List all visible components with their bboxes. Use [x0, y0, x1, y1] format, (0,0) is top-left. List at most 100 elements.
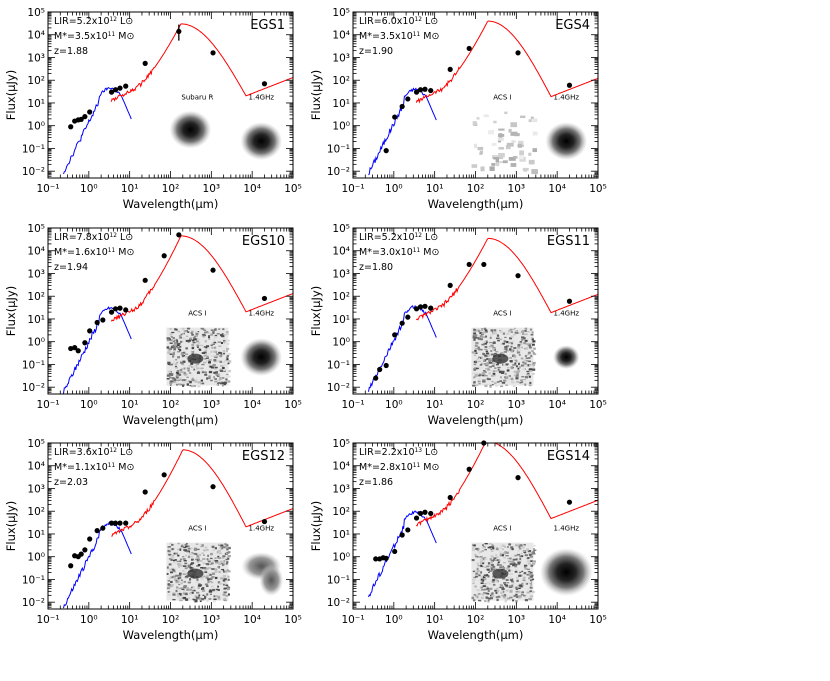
noise-pixel — [215, 590, 218, 593]
noise-pixel — [484, 375, 488, 377]
noise-pixel — [529, 328, 533, 331]
noise-pixel — [476, 367, 479, 370]
noise-pixel — [516, 576, 519, 579]
x-tick-label: 10⁰ — [80, 614, 98, 626]
photometry-point — [117, 520, 123, 526]
noise-pixel — [477, 552, 481, 554]
photometry-point — [210, 267, 216, 273]
noise-pixel — [213, 376, 216, 379]
noise-pixel — [493, 382, 497, 385]
x-tick-label: 10⁰ — [385, 399, 403, 411]
noise-pixel — [218, 345, 222, 347]
noise-pixel — [178, 596, 183, 599]
noise-pixel — [170, 585, 173, 587]
noise-pixel — [172, 360, 176, 363]
noise-pixel — [487, 599, 490, 602]
noise-pixel — [222, 583, 225, 586]
cutout-images — [471, 327, 580, 388]
x-tick-label: 10⁵ — [284, 614, 302, 626]
noise-pixel — [217, 566, 220, 569]
noise-pixel — [179, 558, 183, 560]
radio-cutout — [240, 338, 283, 377]
noise-pixel — [497, 366, 501, 369]
noise-pixel — [497, 559, 500, 561]
noise-pixel — [508, 569, 511, 572]
x-tick-label: 10⁻¹ — [36, 614, 59, 626]
noise-pixel — [179, 345, 182, 348]
noise-pixel — [520, 593, 524, 596]
noise-pixel — [490, 344, 494, 347]
noise-pixel — [177, 542, 180, 545]
noise-pixel — [519, 555, 522, 558]
noise-pixel — [228, 586, 231, 589]
noise-pixel — [532, 361, 536, 365]
noise-pixel — [172, 340, 176, 343]
noise-pixel — [207, 578, 210, 581]
noise-pixel — [484, 384, 488, 388]
info-redshift: z=1.88 — [54, 46, 88, 57]
noise-pixel — [220, 544, 224, 547]
noise-pixel — [521, 381, 524, 383]
noise-pixel — [499, 338, 503, 340]
noise-pixel — [516, 351, 521, 354]
noise-pixel — [177, 350, 180, 353]
noise-pixel — [532, 561, 537, 564]
noise-pixel — [483, 592, 487, 594]
noise-pixel — [183, 580, 186, 583]
noise-pixel — [217, 550, 221, 552]
noise-pixel — [179, 548, 182, 551]
noise-pixel — [517, 346, 521, 349]
noise-pixel — [499, 550, 502, 553]
noise-pixel — [207, 332, 210, 334]
noise-pixel — [505, 384, 508, 386]
noise-pixel — [206, 575, 209, 578]
photometry-point — [123, 307, 129, 313]
noise-pixel — [171, 363, 175, 366]
noise-pixel — [530, 584, 533, 586]
noise-pixel — [210, 350, 213, 353]
x-tick-label: 10⁵ — [284, 183, 302, 195]
noise-pixel — [197, 341, 201, 344]
noise-pixel — [507, 330, 510, 333]
noise-pixel — [506, 333, 510, 335]
noise-pixel — [185, 341, 189, 344]
noise-pixel — [211, 342, 215, 344]
noise-pixel — [477, 564, 481, 567]
noise-pixel — [173, 380, 177, 384]
noise-pixel — [174, 365, 178, 368]
axis-ticks — [352, 227, 599, 394]
y-tick-label: 10¹ — [27, 529, 45, 541]
noise-pixel — [521, 570, 524, 573]
faint-pixel — [519, 156, 526, 162]
noise-pixel — [175, 589, 178, 593]
noise-pixel — [184, 554, 187, 557]
noise-pixel — [201, 371, 205, 374]
noise-pixel — [472, 577, 475, 580]
source-blob — [553, 345, 580, 370]
photometry-point — [100, 317, 106, 323]
noise-pixel — [487, 367, 490, 370]
noise-pixel — [203, 334, 207, 336]
noise-pixel — [511, 580, 514, 583]
noise-pixel — [201, 328, 205, 330]
noise-pixel — [196, 554, 200, 557]
y-axis-label: Flux(μJy) — [4, 501, 18, 551]
noise-pixel — [185, 335, 189, 338]
noise-pixel — [167, 549, 170, 553]
noise-pixel — [167, 583, 170, 586]
noise-pixel — [528, 551, 532, 554]
dust-model-curve — [415, 20, 598, 104]
noise-pixel — [515, 365, 518, 368]
noise-pixel — [481, 588, 485, 591]
noise-pixel — [518, 545, 521, 548]
noise-pixel — [473, 576, 477, 579]
noise-pixel — [169, 542, 173, 545]
noise-pixel — [525, 582, 529, 585]
noise-pixel — [194, 344, 198, 346]
noise-pixel — [524, 554, 528, 557]
noise-pixel — [227, 551, 231, 554]
noise-pixel — [178, 590, 181, 593]
noise-pixel — [193, 552, 197, 555]
photometry-point — [515, 475, 521, 481]
faint-pixel — [491, 163, 496, 166]
